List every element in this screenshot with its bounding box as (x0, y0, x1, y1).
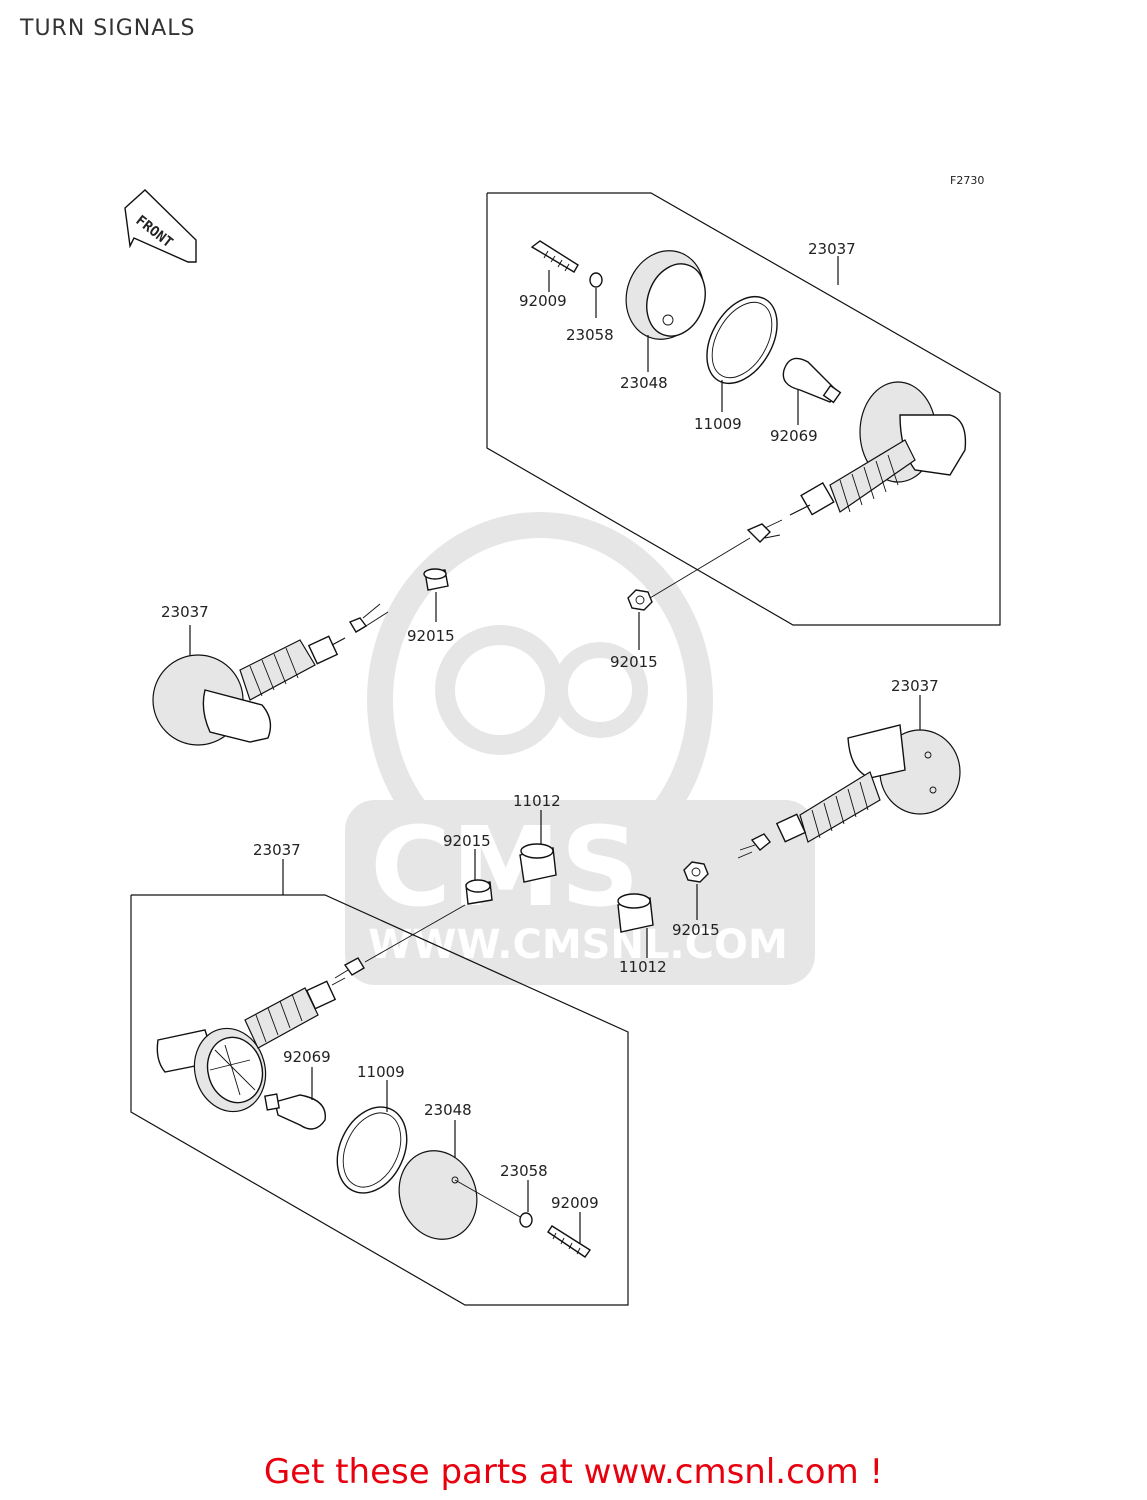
callout-tl-nut: 92015 (407, 627, 455, 645)
callout-tl-signal: 23037 (161, 603, 209, 621)
cms-watermark: CMS WWW.CMSNL.COM (345, 512, 815, 985)
footer-link[interactable]: Get these parts at www.cmsnl.com ! (263, 1452, 884, 1492)
callout-bl-housing: 23037 (253, 841, 301, 859)
nut-part-mid (465, 879, 493, 905)
callout-tr-housing: 23037 (808, 240, 856, 258)
callout-mr-nut: 92015 (672, 921, 720, 939)
lens-part-bottom (398, 1150, 478, 1240)
connector-bottom-left (331, 957, 365, 986)
figure-code: F2730 (950, 174, 984, 187)
callout-tr-gasket: 11009 (694, 415, 742, 433)
lens-part-top (625, 250, 706, 340)
callout-mid-damper-bottom: 11012 (619, 958, 667, 976)
front-arrow-icon: FRONT (124, 189, 197, 263)
callout-bl-washer: 23058 (500, 1162, 548, 1180)
turn-signal-top-right (789, 381, 967, 516)
callout-bl-lens: 23048 (424, 1101, 472, 1119)
washer-part-top (589, 272, 603, 288)
turn-signal-top-left (152, 635, 346, 746)
callout-mr-signal: 23037 (891, 677, 939, 695)
gasket-part-top (706, 295, 778, 385)
bulb-part-bottom (264, 1093, 326, 1130)
callout-bl-screw: 92009 (551, 1194, 599, 1212)
page-title: TURN SIGNALS (20, 16, 196, 41)
nut-part-mr (683, 861, 709, 883)
damper-part-top (519, 843, 557, 883)
callout-tr-screw: 92009 (519, 292, 567, 310)
connector-top-left (348, 603, 389, 633)
callout-tr-washer: 23058 (566, 326, 614, 344)
callout-mid-nut: 92015 (443, 832, 491, 850)
screw-part-bottom (547, 1225, 592, 1258)
connector-mid-right (737, 833, 771, 859)
callout-tr-nut: 92015 (610, 653, 658, 671)
connector-top-right (746, 519, 783, 543)
callout-bl-gasket: 11009 (357, 1063, 405, 1081)
top-right-group-frame (486, 192, 1001, 626)
turn-signal-bottom-left (156, 980, 337, 1113)
bulb-part-top (782, 357, 842, 404)
nut-part-tr (627, 589, 653, 611)
gasket-part-bottom (336, 1106, 408, 1194)
callout-bl-bulb: 92069 (283, 1048, 331, 1066)
damper-part-bottom (617, 893, 654, 933)
callout-tr-lens: 23048 (620, 374, 668, 392)
watermark-logo: CMS (370, 803, 639, 931)
callout-tr-bulb: 92069 (770, 427, 818, 445)
callout-mid-damper-top: 11012 (513, 792, 561, 810)
turn-signal-mid-right (775, 724, 961, 843)
watermark-url: WWW.CMSNL.COM (368, 922, 788, 968)
bottom-left-group-frame (130, 894, 629, 1306)
parts-diagram: CMS WWW.CMSNL.COM F2730 FRONT (124, 174, 1001, 1306)
washer-part-bottom (519, 1212, 533, 1228)
nut-part-tl (423, 568, 449, 591)
screw-part-top (530, 240, 579, 273)
